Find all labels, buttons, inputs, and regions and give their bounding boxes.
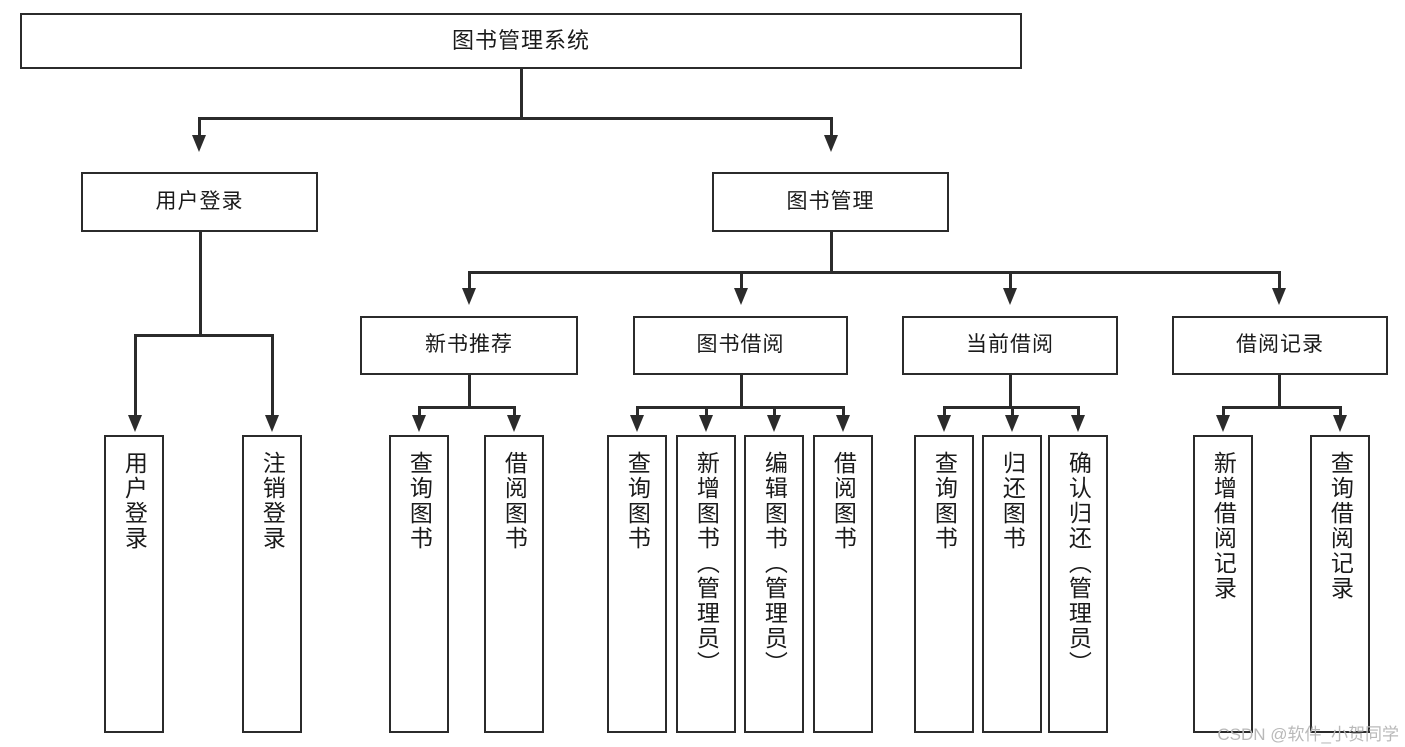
node-label: 查询图书	[931, 451, 958, 551]
node-label: 查询图书	[406, 451, 433, 551]
connector-borrow-drop-1	[636, 406, 639, 418]
node-label: 借阅图书	[830, 451, 857, 551]
connector-current-stem	[1009, 375, 1012, 408]
arrowhead-recommend-leaf-2	[507, 415, 521, 432]
leaf-recommend-borrow-book[interactable]: 借阅图书	[484, 435, 544, 733]
connector-current-drop-2	[1011, 406, 1014, 418]
arrowhead-borrow-leaf-1	[630, 415, 644, 432]
connector-level3-drop-2	[740, 271, 743, 291]
node-label: 归还图书	[999, 451, 1026, 551]
connector-user-login-drop-2	[271, 334, 274, 418]
connector-recommend-drop-2	[513, 406, 516, 418]
leaf-borrow-edit-book-admin[interactable]: 编辑图书（管理员）	[744, 435, 804, 733]
node-label: 新书推荐	[425, 333, 513, 357]
leaf-borrow-query-book[interactable]: 查询图书	[607, 435, 667, 733]
leaf-record-add[interactable]: 新增借阅记录	[1193, 435, 1253, 733]
arrowhead-record-leaf-2	[1333, 415, 1347, 432]
connector-user-login-stem	[199, 232, 202, 336]
node-label: 确认归还（管理员）	[1065, 451, 1092, 676]
node-root-system[interactable]: 图书管理系统	[20, 13, 1022, 69]
arrowhead-level2-1	[192, 135, 206, 152]
node-user-login[interactable]: 用户登录	[81, 172, 318, 232]
connector-borrow-drop-3	[773, 406, 776, 418]
arrowhead-current-leaf-3	[1071, 415, 1085, 432]
connector-user-login-drop-1	[134, 334, 137, 418]
leaf-current-query-book[interactable]: 查询图书	[914, 435, 974, 733]
arrowhead-current-leaf-2	[1005, 415, 1019, 432]
connector-borrow-drop-2	[705, 406, 708, 418]
leaf-logout[interactable]: 注销登录	[242, 435, 302, 733]
node-book-management[interactable]: 图书管理	[712, 172, 949, 232]
arrowhead-level2-2	[824, 135, 838, 152]
node-label: 注销登录	[259, 451, 286, 551]
node-borrow-record[interactable]: 借阅记录	[1172, 316, 1388, 375]
connector-level3-bus	[468, 271, 1280, 274]
connector-borrow-stem	[740, 375, 743, 408]
arrowhead-level3-3	[1003, 288, 1017, 305]
node-label: 编辑图书（管理员）	[761, 451, 788, 676]
leaf-record-query[interactable]: 查询借阅记录	[1310, 435, 1370, 733]
connector-record-bus	[1222, 406, 1341, 409]
node-current-borrow[interactable]: 当前借阅	[902, 316, 1118, 375]
node-label: 借阅记录	[1236, 333, 1324, 357]
node-new-book-recommend[interactable]: 新书推荐	[360, 316, 578, 375]
leaf-user-login[interactable]: 用户登录	[104, 435, 164, 733]
leaf-borrow-add-book-admin[interactable]: 新增图书（管理员）	[676, 435, 736, 733]
arrowhead-record-leaf-1	[1216, 415, 1230, 432]
connector-borrow-bus	[636, 406, 844, 409]
node-label: 当前借阅	[966, 333, 1054, 357]
leaf-current-return-book[interactable]: 归还图书	[982, 435, 1042, 733]
leaf-recommend-query-book[interactable]: 查询图书	[389, 435, 449, 733]
node-label: 图书管理系统	[451, 28, 590, 54]
arrowhead-borrow-leaf-4	[836, 415, 850, 432]
connector-recommend-bus	[418, 406, 515, 409]
connector-level2-drop-2	[830, 117, 833, 138]
connector-level3-drop-1	[468, 271, 471, 291]
watermark-text: CSDN @软件_小贺同学	[1217, 725, 1399, 744]
arrowhead-level3-4	[1272, 288, 1286, 305]
node-book-borrow[interactable]: 图书借阅	[633, 316, 848, 375]
connector-user-login-bus	[134, 334, 273, 337]
connector-level2-bus	[198, 117, 832, 120]
arrowhead-borrow-leaf-2	[699, 415, 713, 432]
arrowhead-level3-1	[462, 288, 476, 305]
node-label: 图书管理	[786, 189, 875, 213]
node-label: 新增图书（管理员）	[693, 451, 720, 676]
node-label: 查询借阅记录	[1327, 451, 1354, 601]
connector-current-drop-3	[1077, 406, 1080, 418]
connector-recommend-drop-1	[418, 406, 421, 418]
connector-current-drop-1	[943, 406, 946, 418]
arrowhead-user-login-leaf-1	[128, 415, 142, 432]
arrowhead-user-login-leaf-2	[265, 415, 279, 432]
arrowhead-level3-2	[734, 288, 748, 305]
node-label: 用户登录	[121, 451, 148, 551]
connector-recommend-stem	[468, 375, 471, 408]
leaf-borrow-borrow-book[interactable]: 借阅图书	[813, 435, 873, 733]
connector-level3-drop-4	[1278, 271, 1281, 291]
arrowhead-current-leaf-1	[937, 415, 951, 432]
connector-record-drop-1	[1222, 406, 1225, 418]
node-label: 用户登录	[155, 189, 244, 213]
node-label: 借阅图书	[501, 451, 528, 551]
connector-record-drop-2	[1339, 406, 1342, 418]
connector-book-mgmt-stem	[830, 232, 833, 274]
connector-borrow-drop-4	[842, 406, 845, 418]
connector-record-stem	[1278, 375, 1281, 408]
node-label: 查询图书	[624, 451, 651, 551]
arrowhead-recommend-leaf-1	[412, 415, 426, 432]
connector-root-stem	[520, 69, 523, 118]
arrowhead-borrow-leaf-3	[767, 415, 781, 432]
leaf-current-confirm-return-admin[interactable]: 确认归还（管理员）	[1048, 435, 1108, 733]
node-label: 新增借阅记录	[1210, 451, 1237, 601]
connector-level2-drop-1	[198, 117, 201, 138]
connector-level3-drop-3	[1009, 271, 1012, 291]
node-label: 图书借阅	[696, 333, 785, 357]
